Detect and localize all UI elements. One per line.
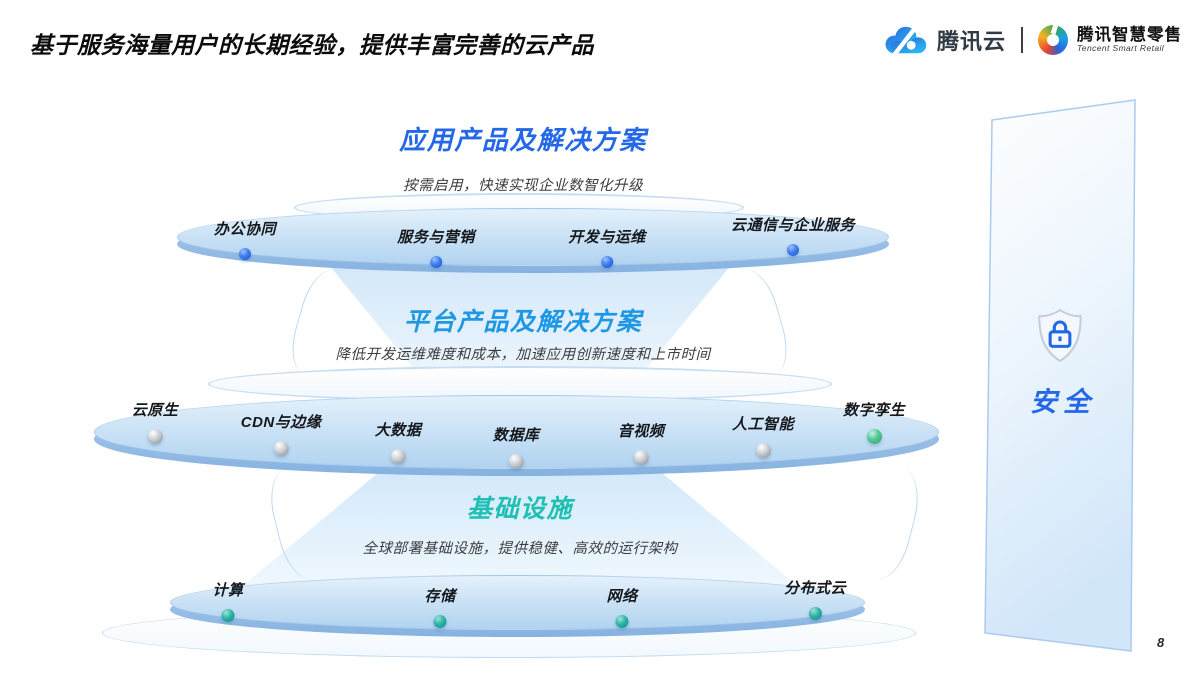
layer1-item: 办公协同 <box>214 222 276 260</box>
layer2-item: 数字孪生 <box>843 403 905 444</box>
item-label: 服务与营销 <box>397 229 475 246</box>
item-label: 存储 <box>424 588 456 605</box>
layer2-item: 云原生 <box>132 403 179 444</box>
layer2-title: 平台产品及解决方案 <box>403 308 643 336</box>
item-dot <box>615 615 629 628</box>
shield-lock-icon <box>1038 308 1082 363</box>
item-label: 计算 <box>212 582 244 599</box>
layer2-item: 人工智能 <box>732 417 794 458</box>
item-label: 数字孪生 <box>842 402 906 419</box>
layer2-item: 音视频 <box>618 424 665 465</box>
layer1-item: 云通信与企业服务 <box>731 218 855 256</box>
layer3-item: 存储 <box>424 589 455 628</box>
item-dot <box>147 429 163 444</box>
item-dot <box>508 454 524 469</box>
layer2-subtitle: 降低开发运维难度和成本，加速应用创新速度和上市时间 <box>335 347 711 363</box>
smart-retail-logo-subtext: Tencent Smart Retail <box>1077 43 1165 54</box>
security-label: 安全 <box>1030 387 1096 417</box>
item-dot <box>221 609 235 622</box>
item-dot <box>433 615 447 628</box>
item-dot <box>273 441 289 456</box>
layer1-item: 服务与营销 <box>397 230 475 268</box>
item-dot <box>808 607 822 620</box>
tencent-cloud-logo-text: 腾讯云 <box>936 29 1006 54</box>
layer3-item: 分布式云 <box>784 581 846 620</box>
item-label: 云通信与企业服务 <box>730 217 856 234</box>
item-dot <box>390 449 406 464</box>
item-label: 网络 <box>606 588 638 605</box>
layer3-item: 网络 <box>606 589 637 628</box>
layer2-item: 大数据 <box>375 423 422 464</box>
item-label: CDN与边缘 <box>240 414 322 431</box>
layer3-platform-ellipse <box>170 575 865 630</box>
item-dot <box>866 429 882 444</box>
funnel-lower <box>240 462 800 588</box>
logo-divider <box>1021 27 1023 53</box>
item-label: 大数据 <box>374 422 422 439</box>
item-label: 办公协同 <box>213 221 277 238</box>
layer3-title: 基础设施 <box>466 495 574 523</box>
decorative-arc <box>283 263 358 383</box>
item-label: 音视频 <box>617 423 665 440</box>
security-panel <box>984 99 1136 652</box>
layer3-item: 计算 <box>212 583 243 622</box>
item-dot <box>238 248 251 260</box>
tencent-cloud-icon <box>885 26 927 56</box>
smart-retail-swirl-icon <box>1038 25 1068 55</box>
layer1-title: 应用产品及解决方案 <box>399 125 647 155</box>
item-dot <box>755 443 771 458</box>
layer1-platform-ellipse <box>177 208 889 266</box>
item-dot <box>600 256 613 268</box>
page-title: 基于服务海量用户的长期经验，提供丰富完善的云产品 <box>30 32 594 58</box>
logo-bar: 腾讯云 腾讯智慧零售 Tencent Smart Retail <box>882 24 1182 56</box>
item-label: 云原生 <box>131 402 179 419</box>
item-label: 人工智能 <box>731 416 795 433</box>
layer1-subtitle: 按需启用，快速实现企业数智化升级 <box>403 178 643 194</box>
page-number: 8 <box>1157 635 1165 650</box>
item-dot <box>633 450 649 465</box>
decorative-arc <box>721 263 796 383</box>
layer2-item: 数据库 <box>493 428 540 469</box>
layer3-subtitle: 全球部署基础设施，提供稳健、高效的运行架构 <box>362 541 678 557</box>
security-panel-content: 安全 <box>985 308 1135 419</box>
item-label: 数据库 <box>492 427 540 444</box>
layer1-item: 开发与运维 <box>568 230 646 268</box>
smart-retail-logo-text: 腾讯智慧零售 <box>1077 25 1182 44</box>
item-dot <box>429 256 442 268</box>
decorative-arc <box>855 464 926 584</box>
item-label: 开发与运维 <box>568 229 646 246</box>
layer2-item: CDN与边缘 <box>241 415 322 456</box>
item-label: 分布式云 <box>783 580 847 597</box>
item-dot <box>786 244 799 256</box>
